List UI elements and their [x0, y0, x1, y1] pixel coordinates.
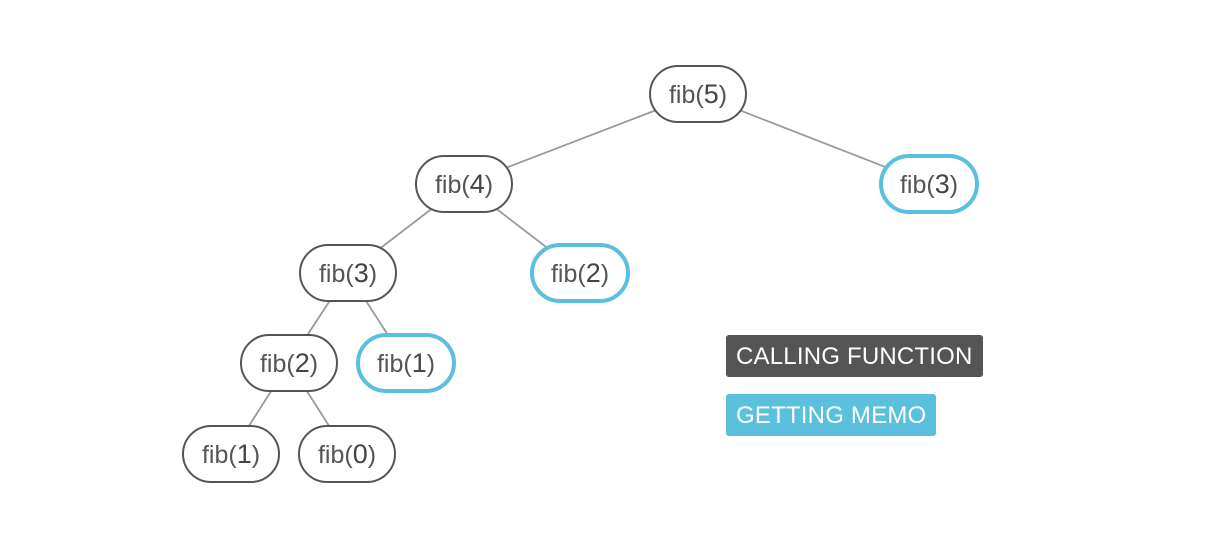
node-pill — [299, 244, 397, 302]
node-label: fib(2) — [260, 348, 318, 378]
node-fib-3: fib(3) — [299, 244, 397, 302]
node-label: fib(1) — [202, 439, 260, 469]
node-pill — [182, 425, 280, 483]
node-pill — [356, 333, 456, 393]
node-label: fib(3) — [319, 258, 377, 288]
node-label: fib(1) — [377, 348, 435, 378]
node-fib-1: fib(1) — [182, 425, 280, 483]
node-label: fib(3) — [900, 169, 958, 199]
node-pill — [649, 65, 747, 123]
node-fib-2-memo: fib(2) — [530, 243, 630, 303]
node-pill — [415, 155, 513, 213]
node-fib-1-memo: fib(1) — [356, 333, 456, 393]
node-fib-4: fib(4) — [415, 155, 513, 213]
node-label: fib(4) — [435, 169, 493, 199]
node-pill — [240, 334, 338, 392]
node-label: fib(0) — [318, 439, 376, 469]
legend-calling-function: CALLING FUNCTION — [726, 335, 983, 377]
node-label: fib(2) — [551, 258, 609, 288]
legend-getting-memo: GETTING MEMO — [726, 394, 937, 436]
node-label: fib(5) — [669, 79, 727, 109]
node-pill — [530, 243, 630, 303]
tree-nodes: fib(5) fib(4) fib(3) fib(3) fib(2) fib(2) fib(… — [182, 65, 979, 483]
node-pill — [298, 425, 396, 483]
node-fib-0: fib(0) — [298, 425, 396, 483]
node-fib-2: fib(2) — [240, 334, 338, 392]
node-pill — [879, 154, 979, 214]
node-fib-3-memo: fib(3) — [879, 154, 979, 214]
node-fib-5: fib(5) — [649, 65, 747, 123]
